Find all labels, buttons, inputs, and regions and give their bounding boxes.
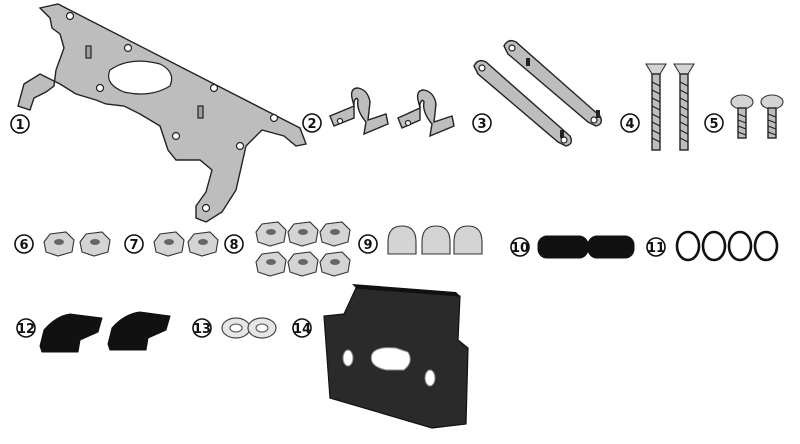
svg-text:13: 13 — [193, 322, 211, 337]
callout-3: 3 — [472, 113, 492, 133]
part-2-clamps — [329, 87, 455, 138]
svg-text:4: 4 — [625, 117, 634, 132]
callout-12: 12 — [16, 318, 36, 338]
part-9-acorn-caps — [387, 225, 483, 255]
svg-text:2: 2 — [307, 117, 316, 132]
callout-13: 13 — [192, 318, 212, 338]
part-11-o-rings — [675, 230, 779, 262]
callout-9: 9 — [358, 234, 378, 254]
svg-text:5: 5 — [709, 117, 718, 132]
part-13-washers — [221, 317, 277, 339]
part-12-rubber-wedges — [39, 311, 171, 353]
part-14-gasket-plate — [323, 284, 469, 429]
svg-text:11: 11 — [647, 241, 665, 256]
svg-text:12: 12 — [17, 322, 35, 337]
callout-14: 14 — [292, 318, 312, 338]
part-7-nuts — [153, 231, 219, 257]
svg-text:6: 6 — [19, 238, 28, 253]
callout-2: 2 — [302, 113, 322, 133]
callout-11: 11 — [646, 237, 666, 257]
part-4-long-screws — [645, 63, 695, 151]
svg-text:10: 10 — [511, 241, 529, 256]
svg-text:3: 3 — [477, 117, 486, 132]
svg-text:8: 8 — [229, 238, 238, 253]
svg-text:14: 14 — [293, 322, 311, 337]
part-5-short-screws — [730, 94, 784, 139]
callout-5: 5 — [704, 113, 724, 133]
callout-8: 8 — [224, 234, 244, 254]
callout-6: 6 — [14, 234, 34, 254]
part-8-nuts — [255, 221, 351, 277]
callout-1: 1 — [10, 114, 30, 134]
part-6-nuts — [43, 231, 111, 257]
part-1-mounting-plate — [17, 3, 307, 223]
part-10-rubber-pads — [537, 235, 635, 259]
svg-text:7: 7 — [129, 238, 138, 253]
callout-7: 7 — [124, 234, 144, 254]
callout-4: 4 — [620, 113, 640, 133]
callout-10: 10 — [510, 237, 530, 257]
part-3-link-bars — [473, 39, 603, 147]
svg-text:9: 9 — [363, 238, 372, 253]
svg-text:1: 1 — [15, 118, 24, 133]
